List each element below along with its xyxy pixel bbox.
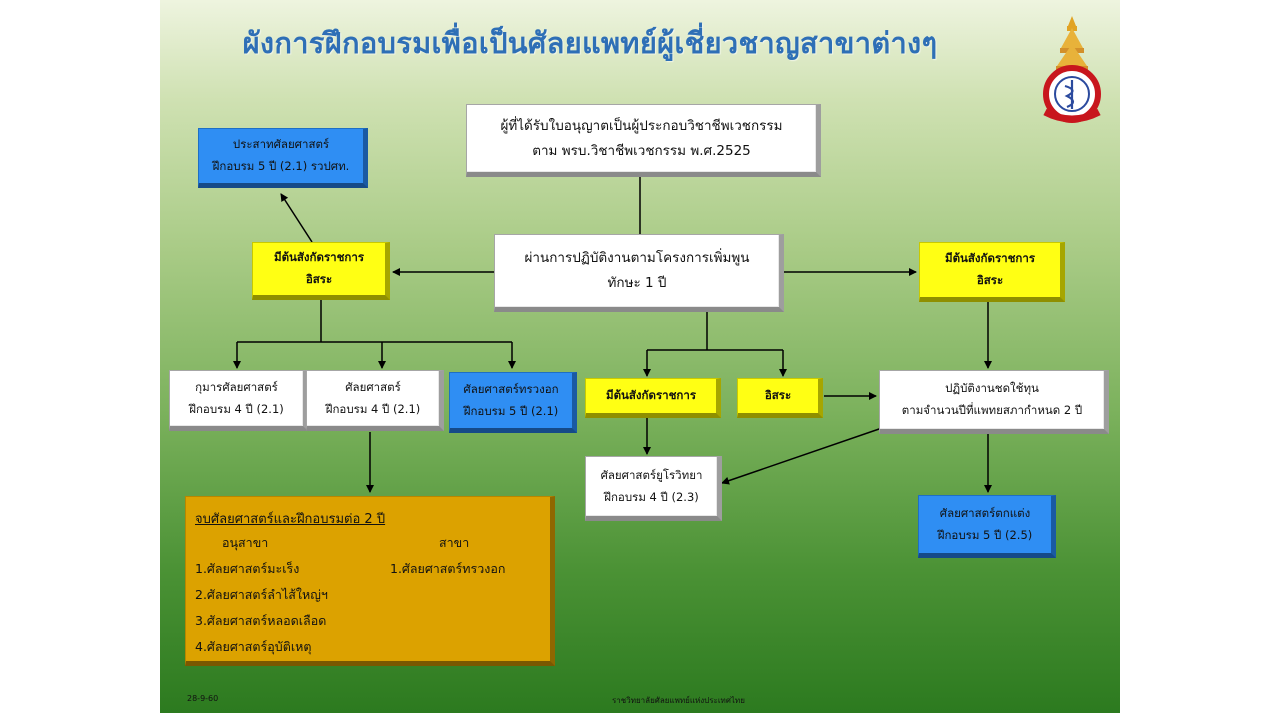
mid-independent-label: อิสระ <box>764 388 792 403</box>
further-training-heading: จบศัลยศาสตร์และฝึกอบรมต่อ 2 ปี <box>195 512 386 527</box>
thoracic-line2: ฝึกอบรม 5 ปี (2.1) <box>463 403 559 418</box>
licensed-physician-box: ผู้ที่ได้รับใบอนุญาตเป็นผู้ประกอบวิชาชีพ… <box>466 104 821 177</box>
thoracic-surgery-box: ศัลยศาสตร์ทรวงอก ฝึกอบรม 5 ปี (2.1) <box>449 372 577 433</box>
licensed-line1: ผู้ที่ได้รับใบอนุญาตเป็นผู้ประกอบวิชาชีพ… <box>500 117 783 134</box>
right-affiliation-line1: มีต้นสังกัดราชการ <box>944 251 1035 266</box>
left-affiliation-box: มีต้นสังกัดราชการ อิสระ <box>252 242 390 300</box>
pediatric-line1: กุมารศัลยศาสตร์ <box>195 379 278 394</box>
slide-title: ผังการฝึกอบรมเพื่อเป็นศัลยแพทย์ผู้เชี่ยว… <box>242 26 938 60</box>
left-affiliation-line2: อิสระ <box>305 272 333 286</box>
internship-line1: ผ่านการปฏิบัติงานตามโครงการเพิ่มพูน <box>524 250 750 267</box>
internship-box: ผ่านการปฏิบัติงานตามโครงการเพิ่มพูน ทักษ… <box>494 234 784 312</box>
urology-box: ศัลยศาสตร์ยูโรวิทยา ฝึกอบรม 4 ปี (2.3) <box>585 456 722 521</box>
college-logo <box>1043 16 1101 123</box>
subspecialty-item: 1.ศัลยศาสตร์มะเร็ง <box>195 561 300 576</box>
neurosurgery-line1: ประสาทศัลยศาสตร์ <box>232 137 330 152</box>
specialty-item: 1.ศัลยศาสตร์ทรวงอก <box>390 561 506 576</box>
subspecialty-label: อนุสาขา <box>222 535 269 550</box>
right-affiliation-box: มีต้นสังกัดราชการ อิสระ <box>919 242 1065 302</box>
thoracic-line1: ศัลยศาสตร์ทรวงอก <box>463 381 559 396</box>
plastic-surgery-box: ศัลยศาสตร์ตกแต่ง ฝึกอบรม 5 ปี (2.5) <box>918 495 1056 558</box>
left-affiliation-line1: มีต้นสังกัดราชการ <box>273 250 364 265</box>
compensation-line1: ปฏิบัติงานชดใช้ทุน <box>945 381 1039 396</box>
subspecialty-item: 2.ศัลยศาสตร์ลำไส้ใหญ่ฯ <box>195 587 328 602</box>
urology-line1: ศัลยศาสตร์ยูโรวิทยา <box>600 467 703 482</box>
general-line2: ฝึกอบรม 4 ปี (2.1) <box>325 401 421 416</box>
general-surgery-box: ศัลยศาสตร์ ฝึกอบรม 4 ปี (2.1) <box>306 370 444 431</box>
subspecialty-item: 3.ศัลยศาสตร์หลอดเลือด <box>195 613 327 628</box>
compensation-service-box: ปฏิบัติงานชดใช้ทุน ตามจำนวนปีที่แพทยสภาก… <box>879 370 1109 434</box>
right-affiliation-line2: อิสระ <box>976 273 1004 287</box>
licensed-line2: ตาม พรบ.วิชาชีพเวชกรรม พ.ศ.2525 <box>532 142 751 159</box>
neurosurgery-box: ประสาทศัลยศาสตร์ ฝึกอบรม 5 ปี (2.1) รวปศ… <box>198 128 368 188</box>
compensation-line2: ตามจำนวนปีที่แพทยสภากำหนด 2 ปี <box>901 403 1083 417</box>
internship-line2: ทักษะ 1 ปี <box>607 275 667 291</box>
further-training-box: จบศัลยศาสตร์และฝึกอบรมต่อ 2 ปี อนุสาขา ส… <box>185 496 555 666</box>
footer-date: 28-9-60 <box>187 694 219 703</box>
urology-line2: ฝึกอบรม 4 ปี (2.3) <box>604 489 699 504</box>
plastic-line2: ฝึกอบรม 5 ปี (2.5) <box>937 527 1033 542</box>
subspecialty-item: 4.ศัลยศาสตร์อุบัติเหตุ <box>195 639 312 654</box>
mid-affiliation-label: มีต้นสังกัดราชการ <box>605 388 696 403</box>
mid-affiliation-box: มีต้นสังกัดราชการ <box>585 378 721 418</box>
footer-organization: ราชวิทยาลัยศัลยแพทย์แห่งประเทศไทย <box>612 696 745 705</box>
pediatric-line2: ฝึกอบรม 4 ปี (2.1) <box>189 401 284 416</box>
plastic-line1: ศัลยศาสตร์ตกแต่ง <box>939 505 1031 520</box>
specialty-label: สาขา <box>439 535 470 550</box>
pediatric-surgery-box: กุมารศัลยศาสตร์ ฝึกอบรม 4 ปี (2.1) <box>169 370 308 431</box>
mid-independent-box: อิสระ <box>737 378 823 418</box>
general-line1: ศัลยศาสตร์ <box>345 379 401 394</box>
neurosurgery-line2: ฝึกอบรม 5 ปี (2.1) รวปศท. <box>212 159 350 173</box>
